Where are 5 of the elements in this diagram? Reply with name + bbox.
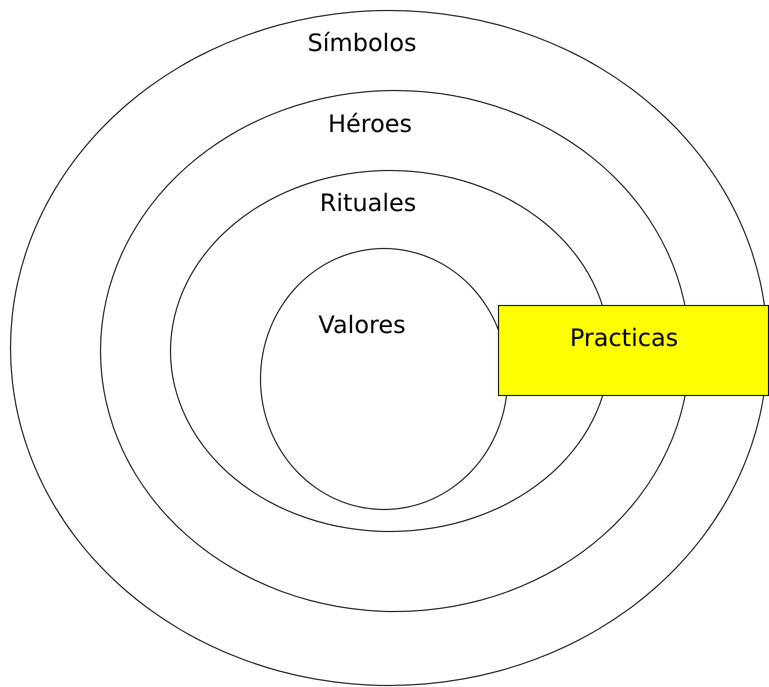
layer-label: Héroes xyxy=(328,110,412,139)
layer-label: Símbolos xyxy=(307,29,417,58)
layer-label: Rituales xyxy=(320,189,416,218)
layer-label: Valores xyxy=(318,311,406,340)
layer-label: Practicas xyxy=(570,324,678,353)
